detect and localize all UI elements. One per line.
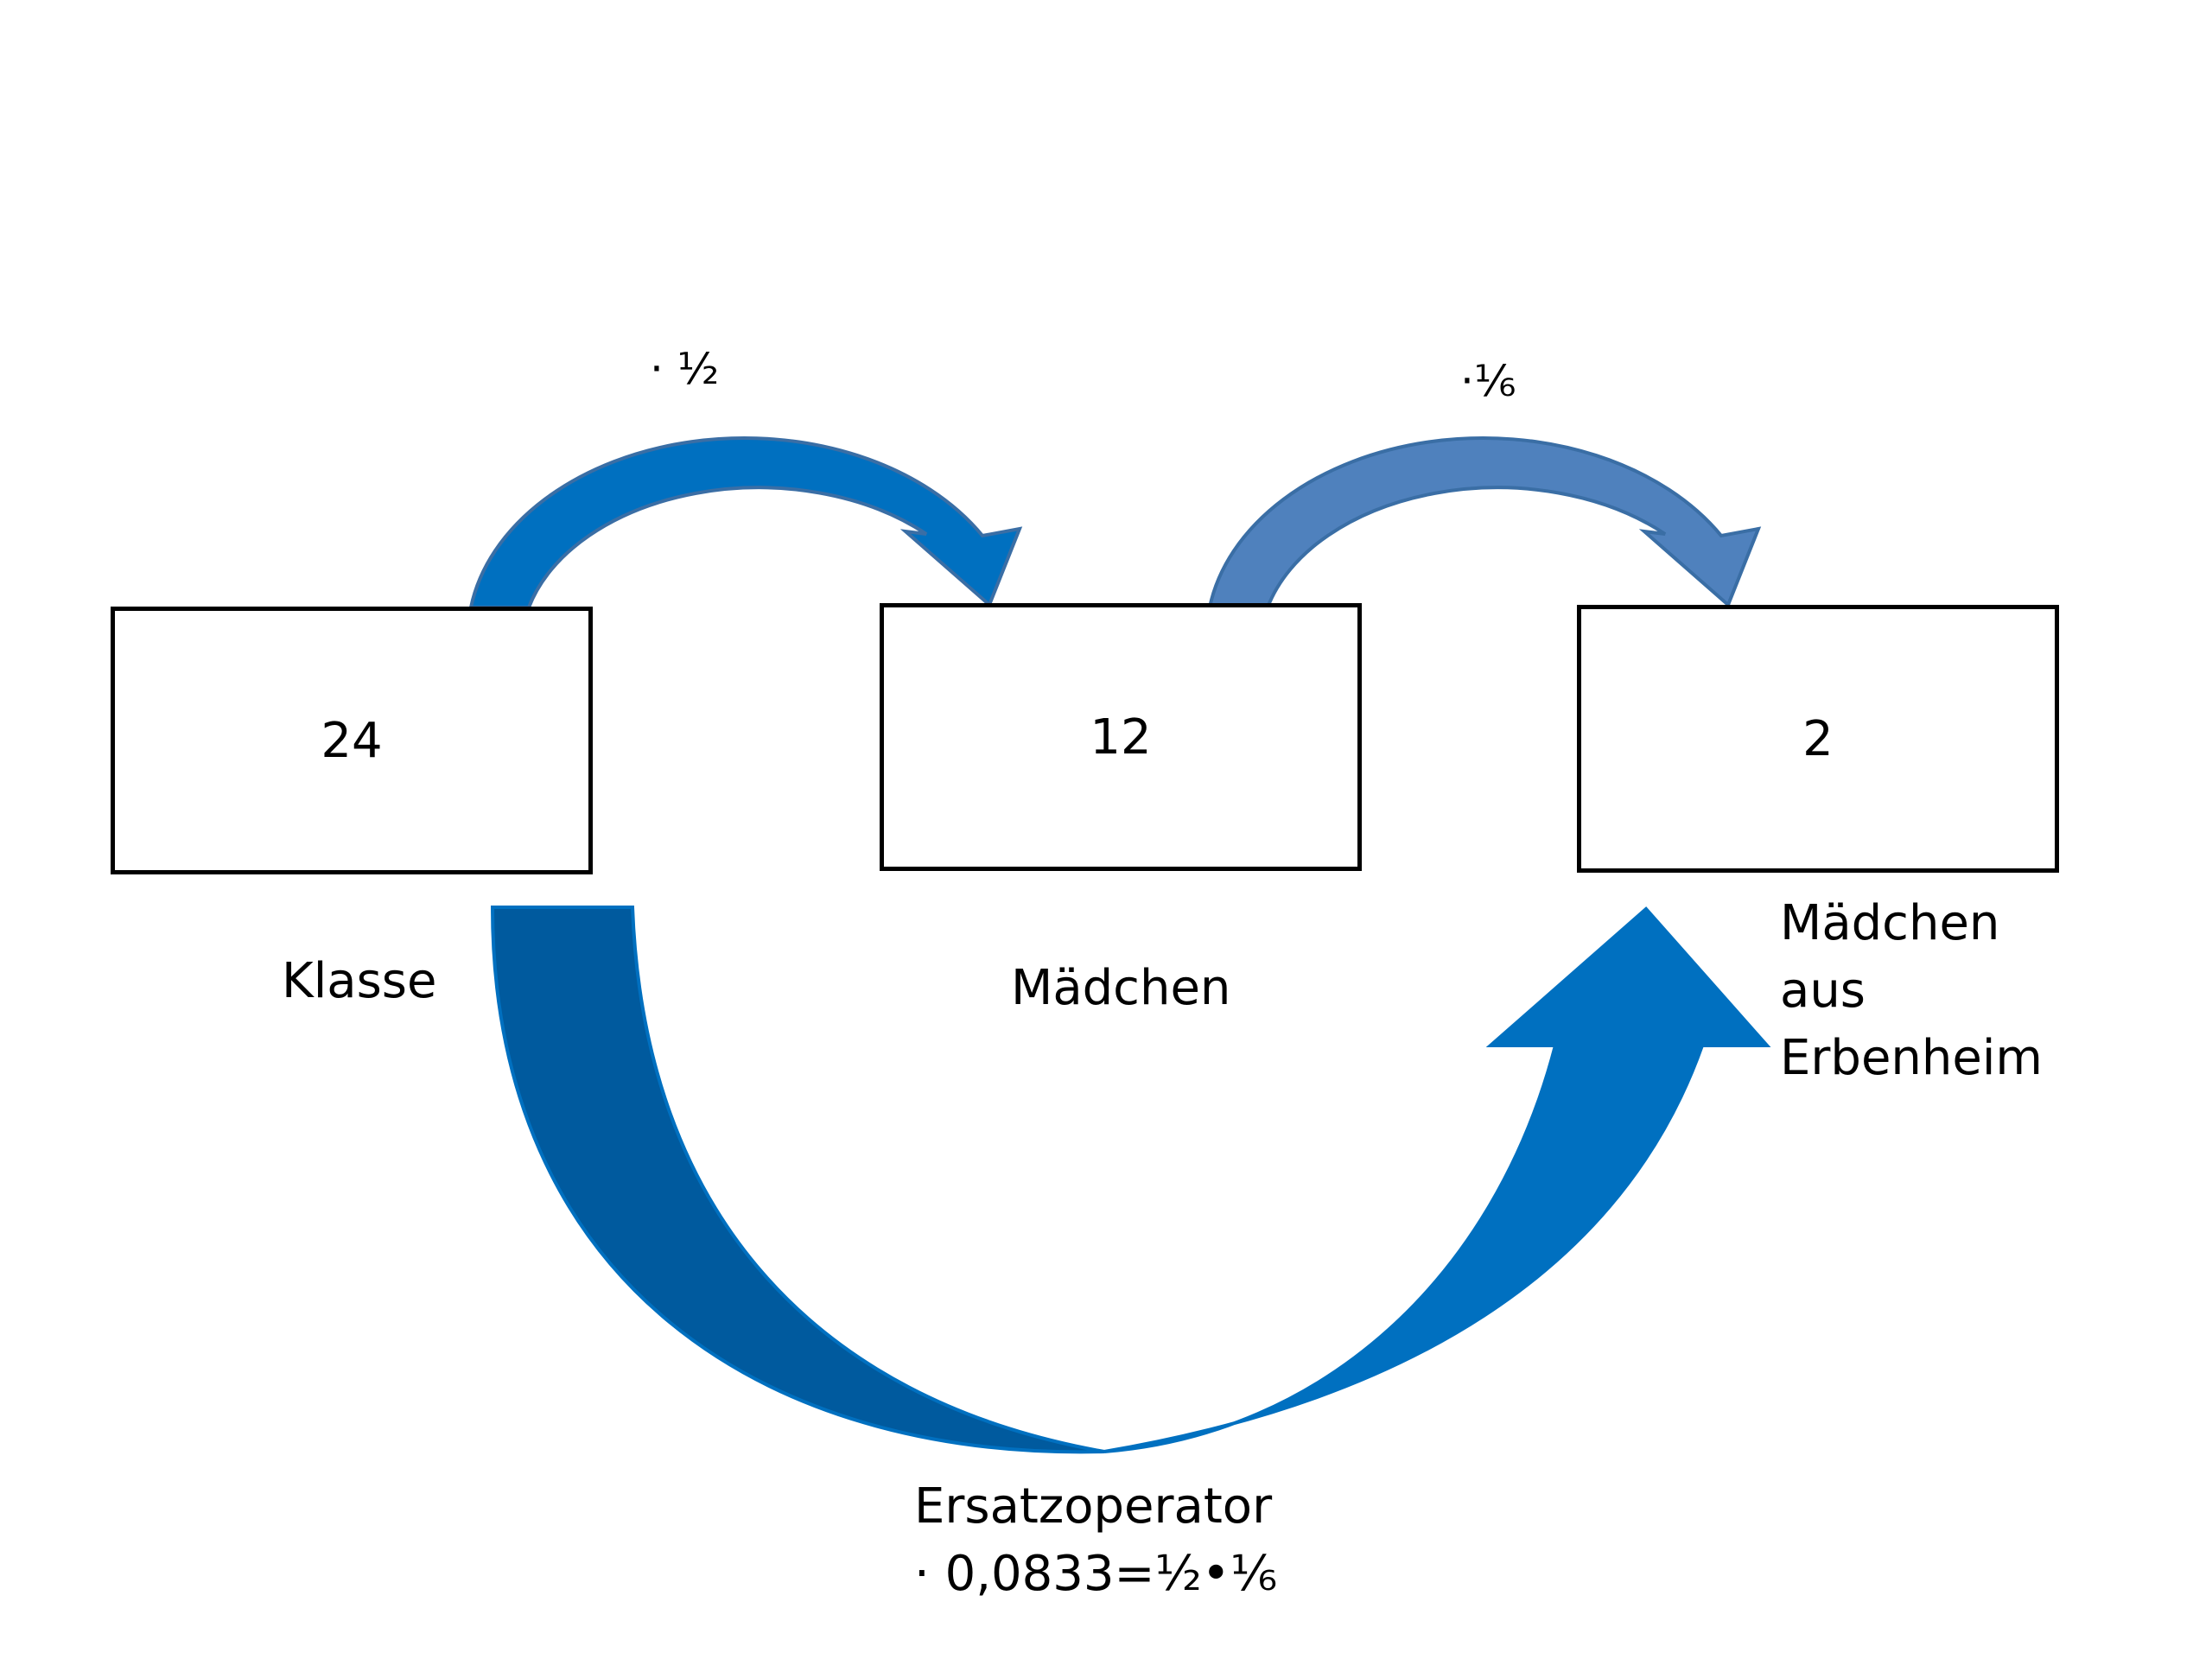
- operator-half: · ½: [650, 344, 720, 394]
- replacement-operator-label: Ersatzoperator · 0,0833=½•⅙: [914, 1473, 1277, 1608]
- node-label-line: Erbenheim: [1780, 1030, 2043, 1086]
- node-box-girls-erbenheim: 2: [1577, 605, 2059, 873]
- replacement-operator-formula: · 0,0833=½•⅙: [914, 1546, 1278, 1602]
- arrow-half-operator: [468, 436, 1023, 609]
- node-box-class: 24: [111, 607, 593, 874]
- node-value-girls: 12: [1090, 709, 1152, 766]
- node-label-class: Klasse: [282, 953, 437, 1009]
- replacement-operator-title: Ersatzoperator: [914, 1478, 1273, 1535]
- arrow-sixth-operator: [1207, 436, 1762, 609]
- node-value-girls-erbenheim: 2: [1802, 710, 1834, 767]
- node-label-line: aus: [1780, 963, 1866, 1019]
- node-box-girls: 12: [880, 603, 1362, 871]
- node-label-girls-erbenheim: Mädchen aus Erbenheim: [1780, 890, 2043, 1092]
- arrow-replacement-left: [490, 906, 1105, 1454]
- arrow-replacement-right: [1103, 906, 1771, 1453]
- node-value-class: 24: [321, 712, 383, 769]
- operator-sixth: ·⅙: [1460, 356, 1516, 406]
- node-label-line: Mädchen: [1780, 895, 2000, 951]
- node-label-girls: Mädchen: [1011, 960, 1231, 1016]
